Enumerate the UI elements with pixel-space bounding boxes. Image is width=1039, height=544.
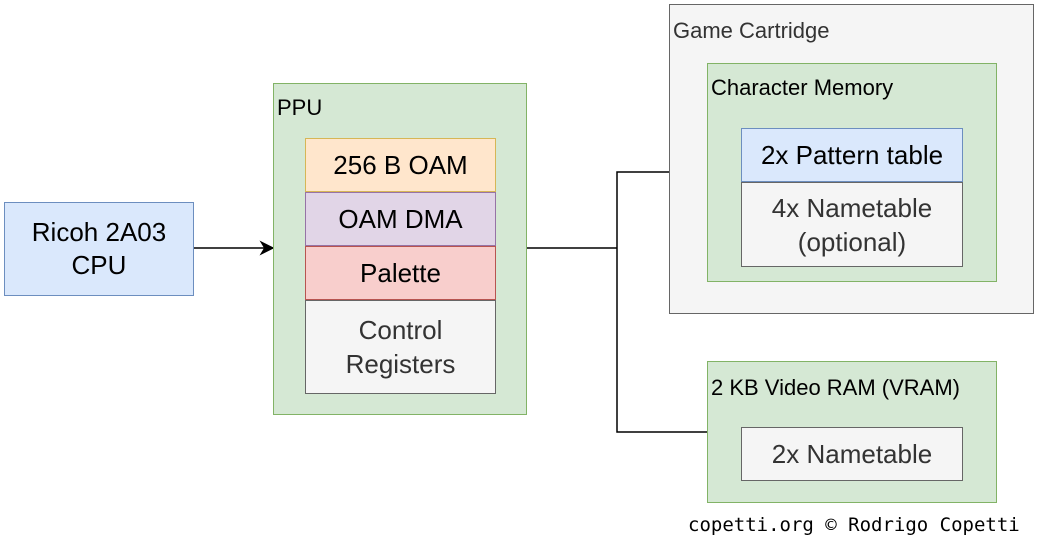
cpu-label-line1: Ricoh 2A03 bbox=[31, 217, 167, 247]
control-registers-line1: Control bbox=[358, 315, 443, 345]
ppu-oam-dma: OAM DMA bbox=[305, 192, 496, 246]
ppu-title: PPU bbox=[277, 95, 323, 120]
credit-text: copetti.org © Rodrigo Copetti bbox=[688, 514, 1020, 536]
ppu-oam: 256 B OAM bbox=[305, 138, 496, 192]
ppu-control-registers: Control Registers bbox=[305, 300, 496, 394]
bus-to-vram-line bbox=[616, 248, 707, 433]
ppu-palette: Palette bbox=[305, 246, 496, 300]
cartridge-nametable-line2: (optional) bbox=[797, 226, 907, 257]
pattern-table: 2x Pattern table bbox=[741, 128, 963, 182]
cartridge-nametable-line1: 4x Nametable bbox=[771, 192, 933, 223]
cpu-block: Ricoh 2A03 CPU bbox=[4, 202, 194, 296]
control-registers-line2: Registers bbox=[345, 349, 456, 379]
game-cartridge-title: Game Cartridge bbox=[673, 18, 830, 43]
character-memory-title: Character Memory bbox=[711, 75, 894, 100]
vram-title: 2 KB Video RAM (VRAM) bbox=[711, 375, 961, 400]
cpu-label-line2: CPU bbox=[71, 250, 127, 280]
cartridge-nametable: 4x Nametable (optional) bbox=[741, 182, 963, 267]
vram-nametable: 2x Nametable bbox=[741, 427, 963, 481]
